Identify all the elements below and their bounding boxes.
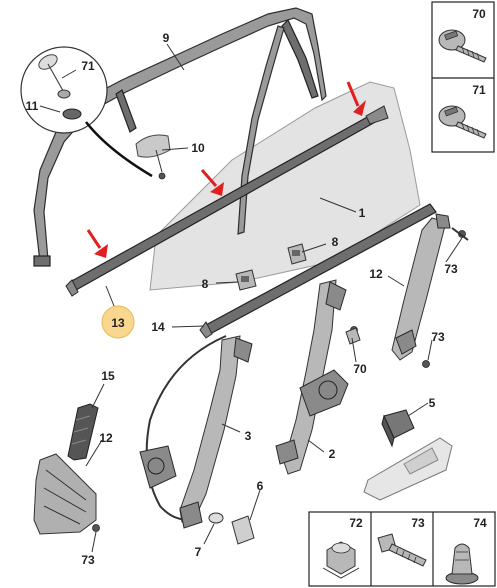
attention-arrow-belt-end [86, 229, 108, 258]
callout-73-lower: 73 [81, 553, 95, 567]
bolt-73-icon [377, 533, 427, 567]
callout-labels: 9 71 11 10 1 8 8 73 12 13 14 70 73 5 15 … [26, 31, 458, 567]
nut-72-icon [322, 541, 360, 579]
outer-belt-seal [65, 105, 389, 297]
window-switch-5 [381, 409, 415, 448]
callout-8-lower: 8 [202, 277, 209, 291]
callout-3: 3 [245, 429, 252, 443]
attention-arrow-outer-seal [200, 169, 224, 196]
fastener-box-top: 70 71 [431, 1, 495, 153]
callout-71: 71 [81, 59, 95, 73]
callout-73-middle: 73 [431, 330, 445, 344]
box-label-70: 70 [472, 7, 486, 21]
callout-2: 2 [329, 447, 336, 461]
highlight-circle-13 [101, 305, 135, 339]
glass-clip-lower [235, 269, 257, 291]
box-label-72: 72 [349, 516, 363, 530]
leader-lines [39, 43, 463, 553]
window-regulator-2 [275, 279, 358, 475]
guide-rail-lower [33, 453, 100, 535]
callout-73-upper: 73 [444, 262, 458, 276]
seal-strip-15 [67, 403, 99, 461]
callout-13: 13 [111, 316, 125, 330]
screw-70-icon [438, 29, 487, 63]
clip-74-icon [445, 543, 479, 585]
bolt-73-left [451, 227, 469, 241]
box-label-74: 74 [473, 516, 487, 530]
nut-70-diagram [345, 327, 361, 345]
callout-70: 70 [353, 362, 367, 376]
callout-1: 1 [359, 206, 366, 220]
callout-12-upper: 12 [369, 267, 383, 281]
callout-7: 7 [195, 545, 202, 559]
callout-12-lower: 12 [99, 431, 113, 445]
fastener-box-bottom: 72 73 74 [308, 511, 496, 587]
callout-8-upper: 8 [332, 235, 339, 249]
callout-6: 6 [257, 479, 264, 493]
callout-11: 11 [26, 99, 39, 113]
box-label-73: 73 [411, 516, 425, 530]
window-regulator-3 [139, 335, 255, 545]
guide-rail-upper [391, 213, 466, 368]
glass-clip-upper [287, 243, 307, 265]
callout-15: 15 [101, 369, 115, 383]
detail-bubble [20, 46, 153, 178]
callout-5: 5 [429, 396, 436, 410]
trim-piece-10 [135, 134, 171, 180]
box-label-71: 71 [472, 83, 486, 97]
callout-10: 10 [191, 141, 205, 155]
screw-71-icon [438, 105, 487, 139]
switch-bezel [363, 437, 453, 501]
callout-14: 14 [151, 320, 165, 334]
attention-arrow-frame [346, 81, 366, 116]
callout-9: 9 [163, 31, 170, 45]
